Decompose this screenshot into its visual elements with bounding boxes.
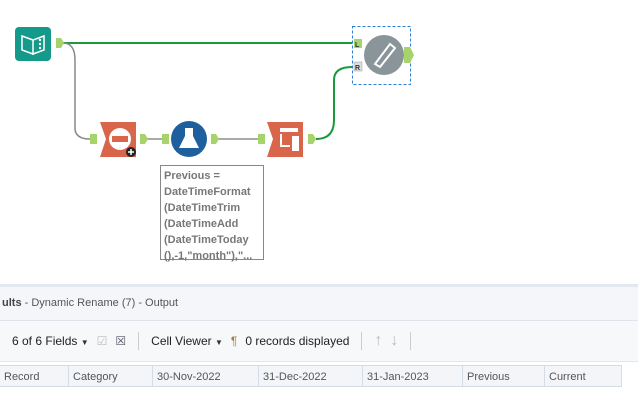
uncheck-all-icon[interactable]: ☒ xyxy=(115,334,127,348)
column-header[interactable]: Previous xyxy=(463,365,545,387)
column-header[interactable]: 31-Jan-2023 xyxy=(363,365,463,387)
output-anchor xyxy=(211,134,219,144)
generate-rows-tool[interactable] xyxy=(100,122,136,157)
pilcrow-icon[interactable]: ¶ xyxy=(230,334,238,348)
svg-text:L: L xyxy=(355,42,360,49)
crosstab-tool[interactable] xyxy=(267,122,303,157)
right-input-anchor xyxy=(353,61,363,72)
fields-dropdown[interactable]: 6 of 6 Fields ▼ xyxy=(12,334,89,348)
text-input-tool[interactable] xyxy=(15,27,51,61)
output-anchor xyxy=(140,134,148,144)
workflow-canvas[interactable]: L R Previous = DateTimeFormat (DateTimeT… xyxy=(0,0,638,284)
arrow-up-icon[interactable]: ↑ xyxy=(374,332,383,349)
connection-crosstab-to-rename xyxy=(315,66,353,140)
column-header[interactable]: Category xyxy=(69,365,153,387)
input-anchor xyxy=(258,134,265,144)
results-panel: ults - Dynamic Rename (7) - Output 6 of … xyxy=(0,284,638,408)
column-header[interactable]: Record xyxy=(0,365,69,387)
output-anchor xyxy=(308,134,316,144)
column-header[interactable]: 30-Nov-2022 xyxy=(153,365,259,387)
column-header[interactable]: Current xyxy=(545,365,622,387)
results-toolbar: 6 of 6 Fields ▼ ☑ ☒ Cell Viewer ▼ ¶ 0 re… xyxy=(0,321,638,362)
cell-viewer-dropdown[interactable]: Cell Viewer ▼ xyxy=(151,334,223,348)
arrow-down-icon[interactable]: ↓ xyxy=(390,332,399,349)
records-count: 0 records displayed xyxy=(245,334,350,348)
results-header: ults - Dynamic Rename (7) - Output xyxy=(0,287,638,321)
check-all-icon[interactable]: ☑ xyxy=(96,334,108,348)
output-anchor xyxy=(404,47,414,63)
dynamic-rename-tool[interactable] xyxy=(364,35,404,75)
svg-text:R: R xyxy=(355,65,360,72)
output-anchor xyxy=(56,38,64,48)
input-anchor xyxy=(162,134,169,144)
connection-input-to-generate xyxy=(62,42,91,140)
column-header[interactable]: 31-Dec-2022 xyxy=(259,365,363,387)
left-input-anchor xyxy=(354,39,362,48)
results-table-header: Record Category 30-Nov-2022 31-Dec-2022 … xyxy=(0,365,638,387)
formula-tool[interactable] xyxy=(171,121,207,157)
formula-annotation: Previous = DateTimeFormat (DateTimeTrim … xyxy=(160,165,264,262)
input-anchor xyxy=(90,134,97,144)
